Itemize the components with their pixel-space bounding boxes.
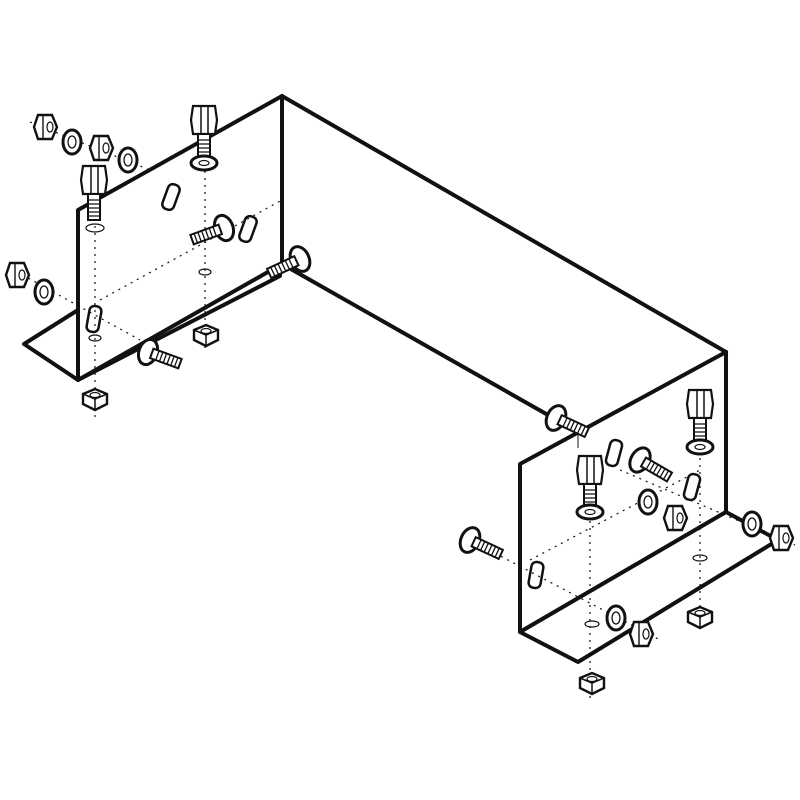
carriage-bolt-left-front	[133, 335, 186, 378]
nut-left-side	[4, 261, 31, 289]
washer-top-left-1	[61, 128, 83, 156]
washer-right-front	[575, 503, 605, 521]
nut-top-left-2	[88, 134, 115, 162]
washer-right-rear	[685, 438, 715, 456]
washer-top-left-2	[117, 146, 139, 174]
nut-bottom-left-front	[81, 387, 109, 412]
washer-right-side	[637, 488, 659, 516]
carriage-bolt-right-front	[454, 522, 508, 568]
nut-right-side	[662, 504, 689, 532]
washer-top-left-rear	[189, 154, 219, 172]
nut-right-bottom	[628, 620, 655, 648]
nut-bottom-right-front	[578, 671, 606, 696]
nut-top-left-1	[32, 113, 59, 141]
nut-bottom-left-rear	[192, 323, 220, 348]
nut-right-outer	[768, 524, 795, 552]
washer-right-outer	[741, 510, 763, 538]
nut-bottom-right-rear	[686, 605, 714, 630]
washer-left-side	[33, 278, 55, 306]
washer-right-bottom	[605, 604, 627, 632]
